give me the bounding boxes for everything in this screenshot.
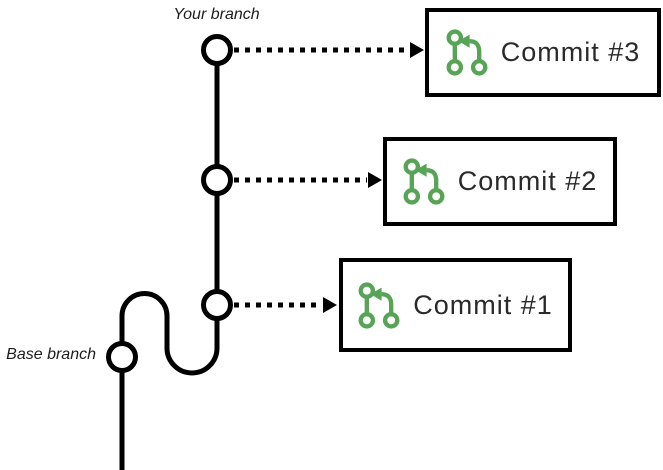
base-branch-node	[106, 341, 138, 373]
arrowhead-commit-2	[368, 172, 382, 188]
your-branch-label: Your branch	[173, 6, 260, 23]
branch-path	[119, 50, 220, 470]
arrowhead-commit-1	[323, 297, 337, 313]
commit-label: Commit #3	[500, 37, 641, 67]
git-compare-icon	[358, 281, 400, 329]
commit-node-1	[201, 289, 233, 321]
commit-label: Commit #2	[457, 166, 598, 196]
commit-node-3	[201, 34, 233, 66]
git-compare-icon	[403, 158, 445, 205]
commit-card-1: Commit #1	[339, 258, 572, 352]
commit-card-3: Commit #3	[425, 8, 661, 97]
git-compare-icon	[446, 29, 488, 76]
commit-label: Commit #1	[413, 289, 553, 320]
arrowhead-commit-3	[410, 42, 424, 58]
commit-card-2: Commit #2	[383, 137, 617, 226]
base-branch-label: Base branch	[6, 346, 96, 363]
commit-node-2	[201, 164, 233, 196]
